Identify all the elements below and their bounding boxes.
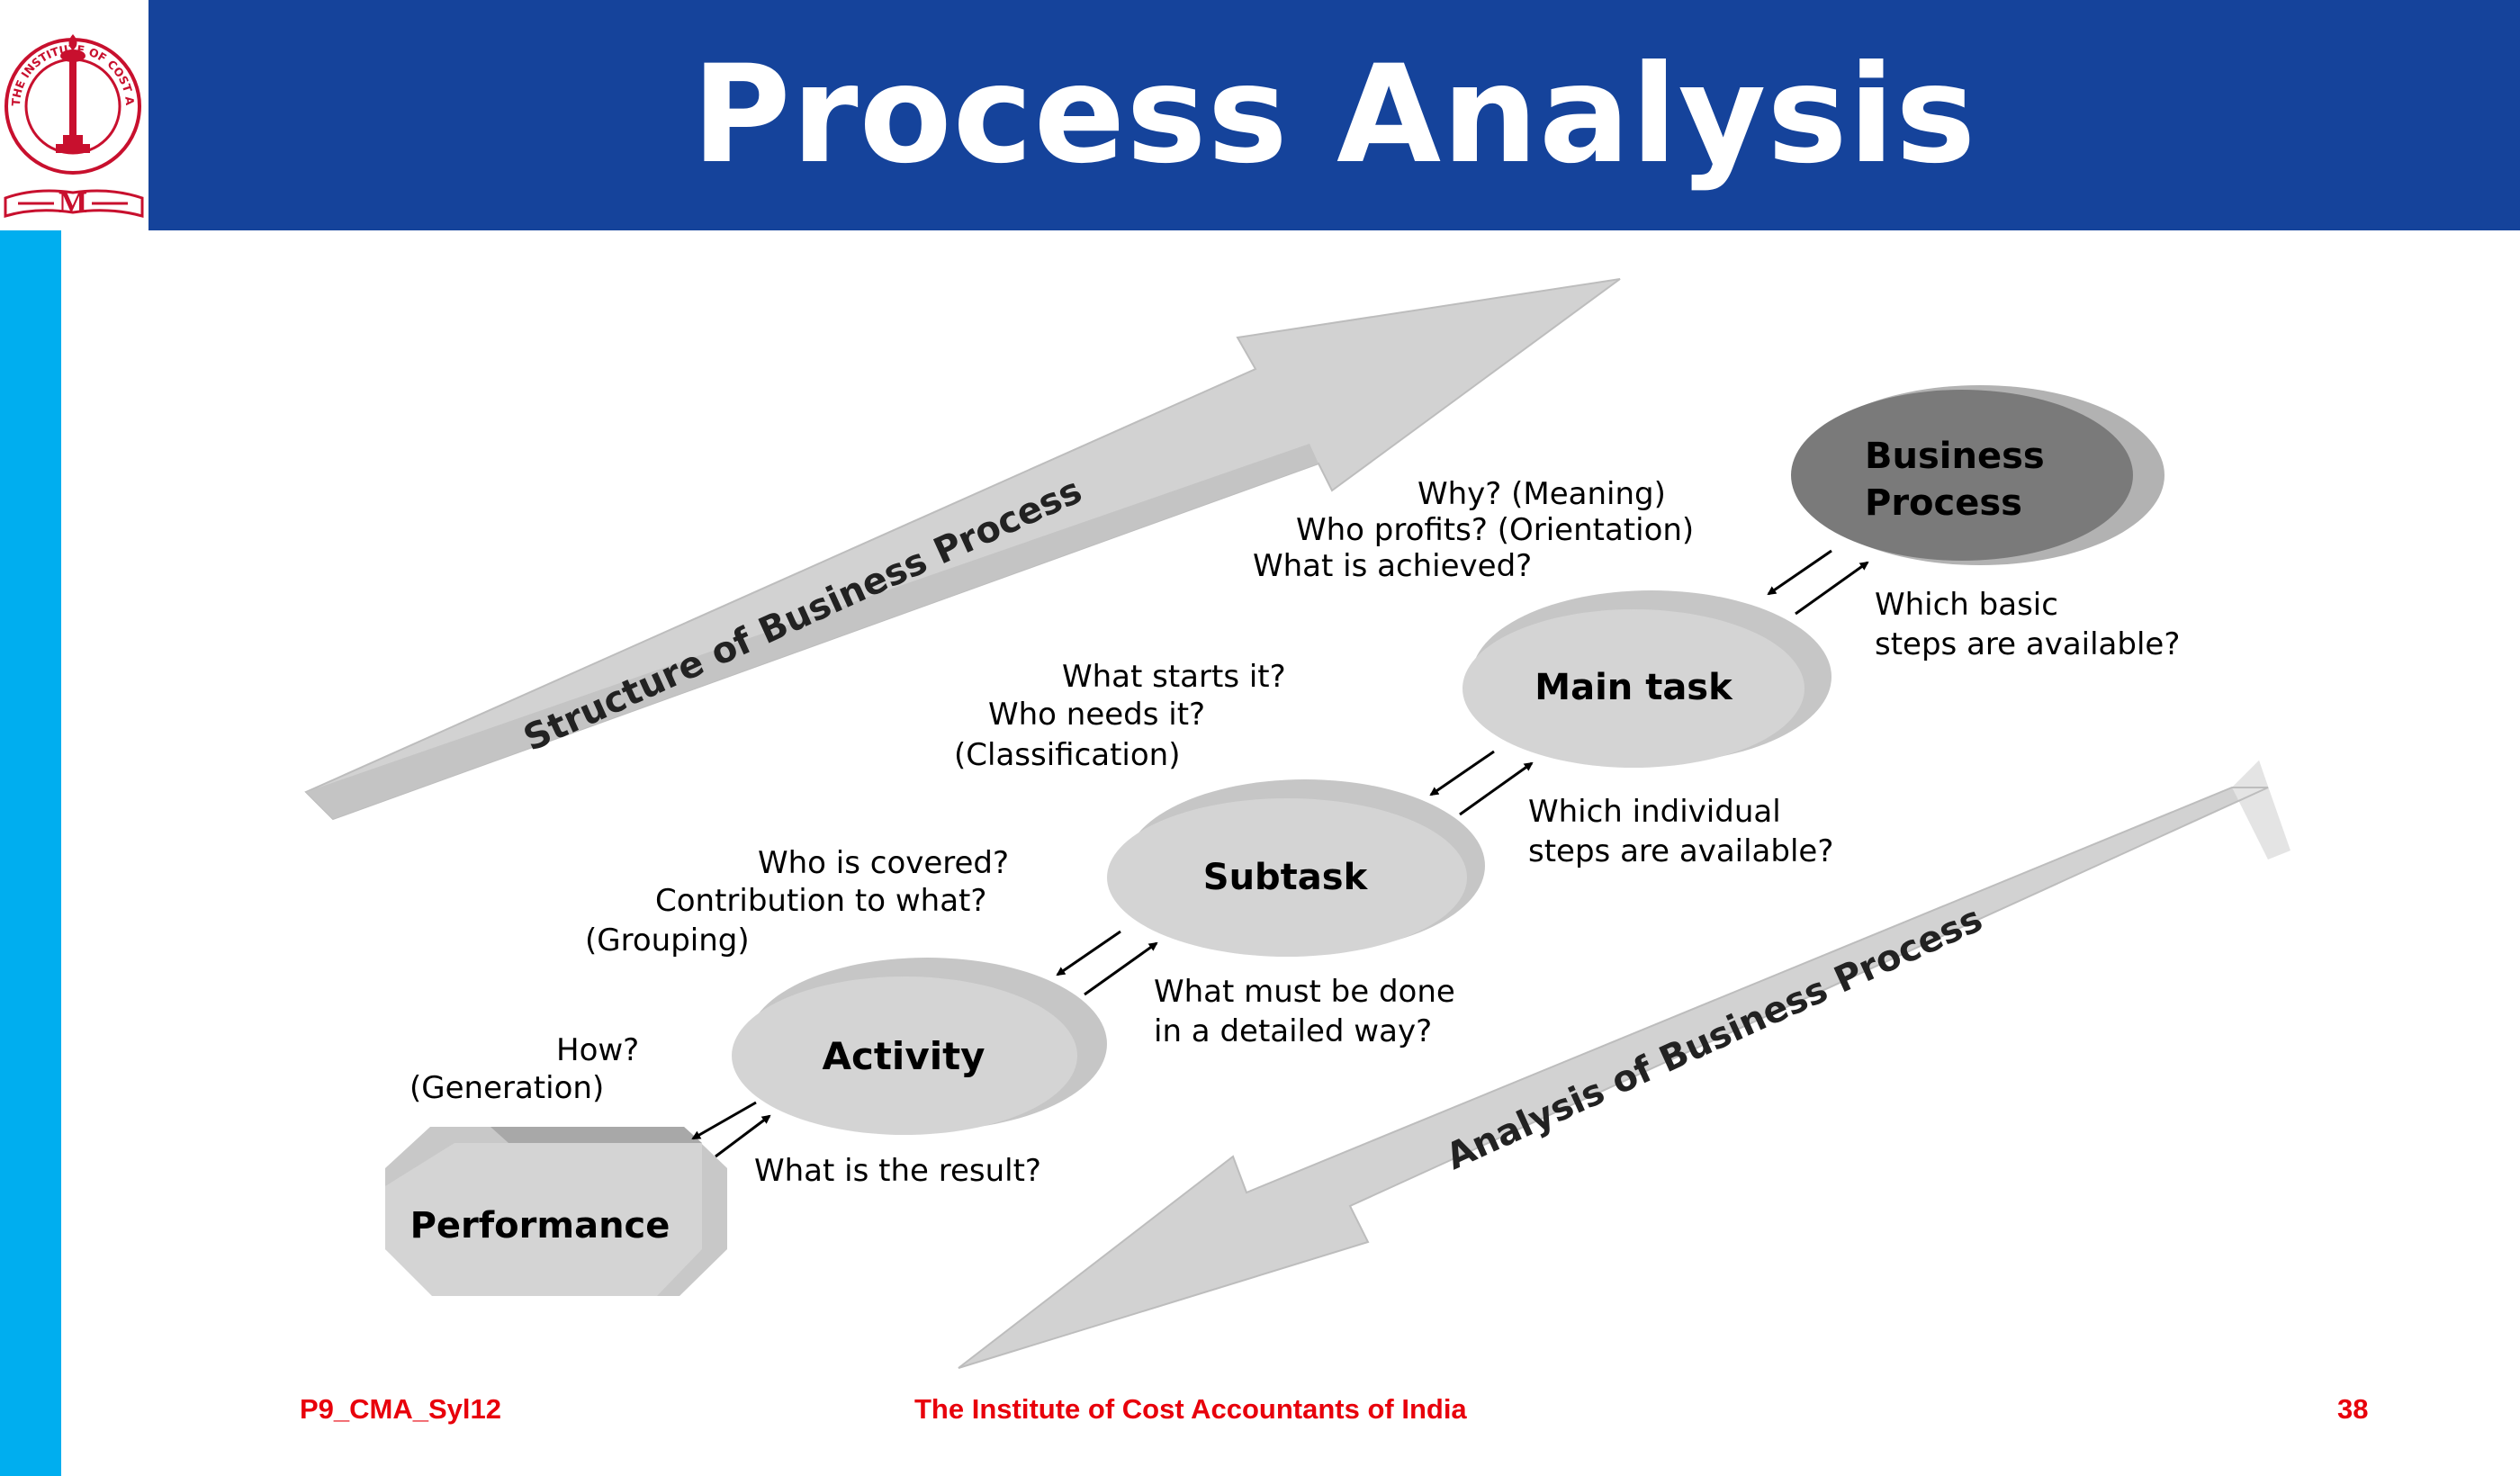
q-contribution: Contribution to what? <box>655 883 986 919</box>
arrow-up-3 <box>1084 941 1158 996</box>
question-labels: Why? (Meaning) Who profits? (Orientation… <box>410 476 2180 1189</box>
q-who-needs: Who needs it? <box>988 697 1205 733</box>
institute-logo: THE INSTITUTE OF COST ACCOUNTANTS OF IND… <box>0 0 148 230</box>
logo-seal-icon: THE INSTITUTE OF COST ACCOUNTANTS OF IND… <box>0 0 144 220</box>
arrow-up-1 <box>1795 561 1869 616</box>
node-performance: Performance <box>385 1127 727 1296</box>
q-what-result: What is the result? <box>754 1153 1041 1189</box>
node-activity-label: Activity <box>822 1034 985 1078</box>
arrow-down-3 <box>1056 930 1121 976</box>
node-activity: Activity <box>732 958 1107 1135</box>
q-generation: (Generation) <box>410 1070 604 1106</box>
left-accent-bar <box>0 0 61 1476</box>
q-which-basic-2: steps are available? <box>1875 626 2180 662</box>
arrow-up-4 <box>715 1114 771 1158</box>
arrow-up-2 <box>1459 761 1534 816</box>
connector-arrows <box>691 549 1869 1158</box>
arrow-down-2 <box>1429 750 1495 796</box>
q-what-must-1: What must be done <box>1154 974 1455 1010</box>
node-business-process: Business Process <box>1791 385 2164 565</box>
q-why: Why? (Meaning) <box>1418 476 1666 512</box>
analysis-arrow-label: Analysis of Business Process <box>1440 898 1989 1178</box>
node-performance-label: Performance <box>410 1205 670 1246</box>
node-main-task: Main task <box>1462 590 1832 768</box>
node-business-process-line2: Process <box>1865 482 2022 524</box>
q-what-must-2: in a detailed way? <box>1154 1013 1432 1049</box>
q-who-covered: Who is covered? <box>758 845 1009 881</box>
title-banner <box>148 0 2520 230</box>
q-grouping: (Grouping) <box>585 922 750 958</box>
svg-text:M: M <box>58 186 87 220</box>
q-who-profits: Who profits? (Orientation) <box>1296 512 1694 548</box>
q-how: How? <box>556 1032 639 1068</box>
footer-page-number: 38 <box>2337 1393 2369 1425</box>
q-what-achieved: What is achieved? <box>1253 548 1532 584</box>
lamp-emblem-icon <box>56 34 90 153</box>
arrow-down-4 <box>691 1101 757 1140</box>
q-classification: (Classification) <box>954 737 1181 773</box>
node-main-task-label: Main task <box>1534 667 1733 708</box>
node-business-process-line1: Business <box>1865 436 2045 477</box>
node-subtask-label: Subtask <box>1203 857 1369 898</box>
q-which-basic-1: Which basic <box>1875 587 2058 623</box>
footer-institute-name: The Institute of Cost Accountants of Ind… <box>914 1393 1467 1425</box>
footer-course-code: P9_CMA_Syl12 <box>300 1393 502 1425</box>
q-which-individual-2: steps are available? <box>1528 833 1833 869</box>
q-what-starts: What starts it? <box>1062 659 1286 695</box>
arrow-down-1 <box>1767 549 1832 596</box>
q-which-individual-1: Which individual <box>1528 794 1781 830</box>
slide-title: Process Analysis <box>691 37 1977 194</box>
node-subtask: Subtask <box>1107 779 1485 957</box>
